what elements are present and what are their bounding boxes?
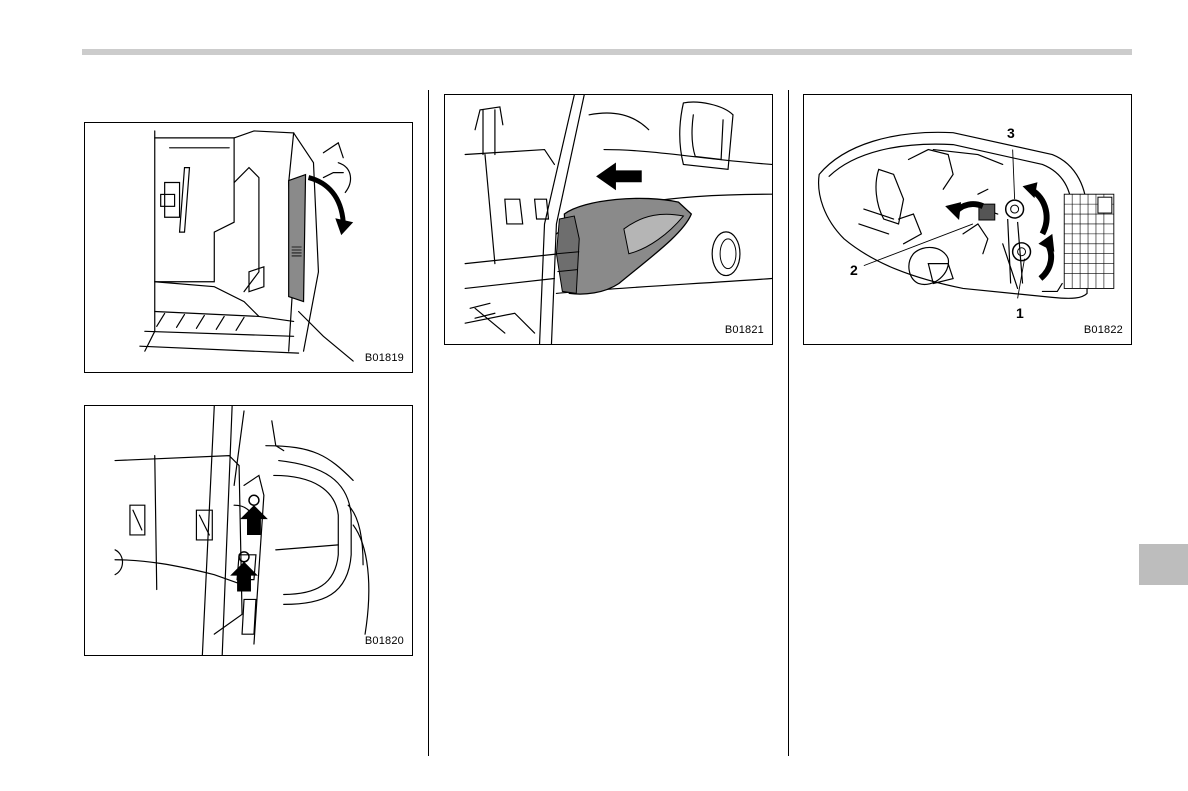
figure-b01820: B01820: [84, 405, 413, 656]
cargo-trim-illustration: [85, 123, 412, 372]
figure-code: B01821: [725, 324, 764, 336]
figure-code: B01822: [1084, 324, 1123, 336]
figure-b01821: B01821: [444, 94, 773, 345]
bulb-socket-illustration: [804, 95, 1131, 344]
figure-b01819: B01819: [84, 122, 413, 373]
figure-code: B01820: [365, 635, 404, 647]
header-rule: [82, 49, 1132, 55]
figure-b01822: 3 2 1 B01822: [803, 94, 1132, 345]
section-tab: [1139, 544, 1188, 585]
column-divider-right: [788, 90, 789, 756]
clip-location-illustration: [85, 406, 412, 655]
callout-2: 2: [850, 262, 858, 278]
callout-3: 3: [1007, 125, 1015, 141]
callout-1: 1: [1016, 305, 1024, 321]
column-divider-left: [428, 90, 429, 756]
rear-light-removal-illustration: [445, 95, 772, 344]
figure-code: B01819: [365, 352, 404, 364]
